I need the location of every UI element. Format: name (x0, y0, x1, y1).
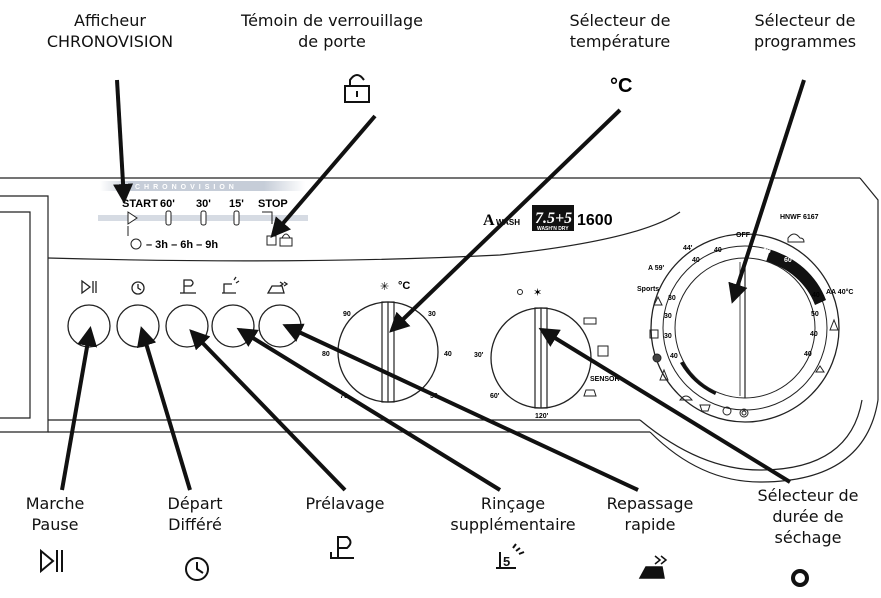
dry-tick-30: 30' (474, 352, 484, 359)
celsius-icon: °C (610, 75, 632, 97)
prog-sports-label: Sports (637, 286, 659, 293)
label-program-selector: Sélecteur de programmes (753, 11, 857, 51)
label-delayed-start: Départ Différé (167, 494, 223, 534)
svg-text:5: 5 (503, 554, 510, 569)
time-60-label: 60' (160, 198, 175, 210)
prog-tick-40d: 40 (812, 292, 820, 299)
clock-icon (131, 281, 145, 295)
delay-sequence: – 3h – 6h – 9h (146, 239, 218, 251)
prog-tick-40e: 40 (810, 331, 818, 338)
rinse-shower-icon (222, 276, 240, 294)
temp-tick-80: 80 (322, 351, 330, 358)
iron-fast-icon-large (638, 555, 668, 579)
temp-tick-40: 40 (444, 351, 452, 358)
prog-aa-label: AA 40°C (826, 288, 853, 296)
model-code: HNWF 6167 (780, 214, 819, 221)
prog-tick-40a: 40 (714, 247, 722, 254)
prog-off-label: OFF (736, 232, 751, 239)
prewash-p-icon-large (330, 536, 354, 559)
brand-logo: A WASH 7.5+5 WASH'N DRY 1600 HNWF 6167 (483, 205, 819, 232)
play-pause-icon-large (40, 548, 63, 574)
quick-iron-button[interactable] (258, 304, 302, 348)
prog-tick-30c: 30 (664, 333, 672, 340)
clock-icon-large (185, 557, 209, 581)
label-door-lock-indicator: Témoin de verrouillage de porte (241, 11, 423, 51)
rinse-shower-icon-large: 5 (496, 543, 525, 569)
label-chronovision-display: Afficheur CHRONOVISION (46, 11, 174, 51)
prog-tick-a59: A 59' (648, 265, 665, 272)
prog-tick-44: 44' (683, 245, 693, 252)
label-extra-rinse: Rinçage supplémentaire (450, 494, 576, 534)
delay-clock-icon (130, 238, 142, 250)
prog-tick-40b: 40 (692, 257, 700, 264)
brand-prefix: A (483, 212, 495, 229)
panel-button-icons (81, 276, 289, 295)
prog-tick-30b: 30 (664, 313, 672, 320)
label-quick-iron: Repassage rapide (606, 494, 694, 534)
time-30-label: 30' (196, 198, 211, 210)
dry-sensor-label: SENSOR (590, 376, 620, 383)
play-pause-icon (81, 279, 97, 295)
label-temperature-selector: Sélecteur de température (569, 11, 671, 51)
extra-rinse-button[interactable] (211, 304, 255, 348)
dry-tick-60: 60' (490, 393, 500, 400)
label-prewash: Prélavage (305, 494, 385, 513)
dry-tick-120: 120' (535, 413, 549, 420)
temp-tick-70: 70 (340, 393, 348, 400)
delayed-start-button[interactable] (116, 304, 160, 348)
time-15-label: 15' (229, 198, 244, 210)
door-lock-led-icon (266, 233, 293, 247)
brand-model: 7.5+5 (535, 210, 572, 227)
label-drying-time-selector: Sélecteur de durée de séchage (757, 486, 859, 547)
prog-tick-60a: 60 (784, 257, 792, 264)
prog-symbol-icons (649, 233, 839, 418)
brand-wash: WASH (496, 218, 520, 227)
temp-tick-30: 30 (428, 311, 436, 318)
temperature-dial[interactable]: °C ✳ 90 30 80 40 70 50 (322, 280, 452, 403)
program-dial[interactable]: OFF Sports 90 60 40 40 30 30 30 40 50 40… (637, 232, 853, 423)
prog-tick-90: 90 (763, 248, 771, 255)
snowflake-icon: ✳ (380, 280, 389, 293)
prog-tick-30a: 30 (668, 295, 676, 302)
panel-outline (0, 177, 879, 483)
brand-speed: 1600 (577, 212, 613, 229)
stop-label: STOP (258, 198, 288, 210)
chronovision-display: CHRONOVISION START 60' 30' 15' STOP – 3h… (98, 181, 308, 251)
drying-time-dial[interactable]: ✶ 30' 60' 120' SENSOR (474, 286, 620, 420)
start-label: START (122, 198, 158, 210)
ring-icon (791, 569, 809, 587)
label-start-pause: Marche Pause (25, 494, 85, 534)
callout-arrows (60, 79, 806, 492)
padlock-icon (344, 74, 370, 103)
prewash-p-icon (180, 279, 196, 294)
brand-sub: WASH'N DRY (537, 226, 569, 232)
prog-tick-40c: 40 (670, 353, 678, 360)
prog-tick-50: 50 (811, 311, 819, 318)
chronovision-band-text: CHRONOVISION (135, 184, 238, 191)
sun-icon: ✶ (533, 286, 542, 299)
prog-tick-40f: 40 (804, 351, 812, 358)
temp-tick-90: 90 (343, 311, 351, 318)
iron-fast-icon (266, 281, 289, 294)
panel-buttons (67, 304, 302, 348)
temp-dial-header: °C (398, 280, 410, 292)
